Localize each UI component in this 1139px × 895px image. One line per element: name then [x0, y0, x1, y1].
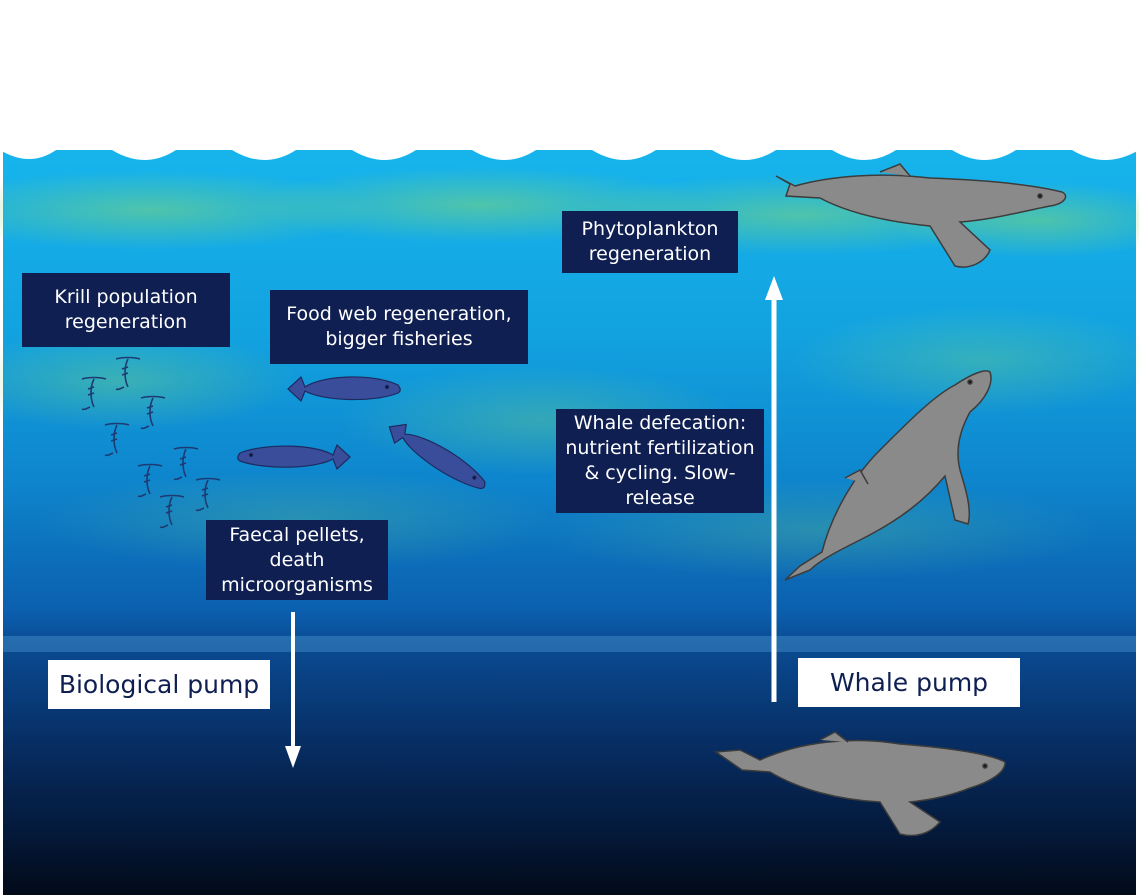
krill — [140, 395, 166, 430]
fish-group — [237, 375, 486, 490]
fish — [388, 423, 486, 490]
biological-pump-label: Biological pump — [48, 660, 270, 709]
food-web-regeneration-text: Food web regeneration, bigger fisheries — [286, 303, 512, 350]
krill — [115, 356, 141, 391]
whale-defecation-text: Whale defecation: nutrient fertilization… — [565, 412, 755, 509]
krill — [137, 463, 163, 498]
whale-defecation-label: Whale defecation: nutrient fertilization… — [556, 409, 764, 513]
phytoplankton-regeneration-label: Phytoplankton regeneration — [562, 211, 738, 273]
krill — [195, 477, 221, 512]
krill-population-regeneration-label: Krill population regeneration — [22, 273, 230, 347]
thermocline-band — [3, 636, 1136, 652]
food-web-regeneration-label: Food web regeneration, bigger fisheries — [270, 290, 528, 364]
krill — [104, 422, 130, 457]
whale-pump-text: Whale pump — [829, 667, 989, 697]
whale-surface — [775, 163, 1067, 268]
ocean-surface-waves — [0, 0, 1139, 160]
biological-pump-text: Biological pump — [58, 669, 260, 699]
krill-group — [81, 356, 221, 529]
fish — [287, 375, 401, 403]
faecal-pellets-text: Faecal pellets, death microorganisms — [221, 523, 373, 596]
krill — [159, 494, 185, 529]
whale-pump-label: Whale pump — [798, 658, 1020, 707]
whale-deep — [713, 731, 1006, 837]
fish — [237, 443, 351, 471]
biological-pump-arrow — [285, 612, 301, 768]
krill — [173, 446, 199, 481]
phytoplankton-regeneration-text: Phytoplankton regeneration — [581, 218, 719, 265]
whale-pump-arrow — [765, 276, 783, 702]
faecal-pellets-label: Faecal pellets, death microorganisms — [206, 520, 388, 600]
krill — [81, 376, 107, 411]
krill-population-regeneration-text: Krill population regeneration — [54, 286, 198, 333]
whale-rising — [784, 370, 992, 581]
